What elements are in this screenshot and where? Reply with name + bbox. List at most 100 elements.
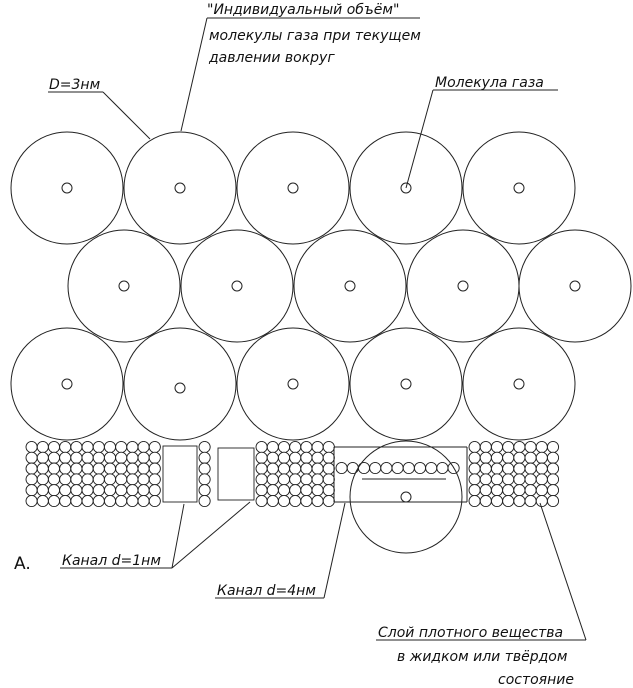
dense-layer-label-line2: в жидком или твёрдом (397, 649, 568, 665)
dense-matter-sphere (59, 440, 72, 454)
dense-matter-sphere (311, 494, 324, 508)
individual-volume-desc-line1: молекулы газа при текущем (209, 28, 421, 44)
dense-matter-sphere (535, 451, 548, 464)
dense-layer-spheres (25, 440, 560, 508)
dense-matter-sphere (513, 484, 526, 497)
dense-matter-sphere (59, 494, 72, 508)
molecule-center-dot (61, 182, 73, 194)
dense-matter-sphere (92, 440, 105, 454)
dense-matter-sphere (546, 462, 560, 475)
dense-matter-sphere (490, 484, 504, 497)
dense-matter-sphere (490, 462, 504, 475)
dense-matter-sphere (25, 473, 38, 486)
dense-matter-sphere (36, 451, 49, 464)
dense-matter-sphere (198, 473, 211, 486)
dense-matter-sphere (115, 440, 128, 454)
dense-matter-sphere (289, 494, 302, 508)
channel-sphere (436, 461, 449, 475)
dense-matter-sphere (266, 440, 279, 454)
dense-matter-sphere (36, 484, 49, 497)
dense-matter-sphere (502, 462, 515, 475)
molecule-center-dot (287, 378, 299, 390)
dense-matter-sphere (47, 462, 61, 475)
dense-matter-sphere (322, 451, 335, 464)
dense-matter-sphere (81, 451, 94, 464)
dense-matter-sphere (70, 462, 83, 475)
dense-matter-sphere (479, 494, 492, 508)
dense-matter-sphere (137, 440, 150, 454)
dense-matter-sphere (479, 462, 492, 475)
individual-volume-desc-line2: давлении вокруг (208, 50, 335, 66)
dense-matter-sphere (311, 462, 324, 475)
channels (162, 440, 468, 554)
dense-layer-label-line1: Слой плотного вещества (378, 625, 563, 641)
channel-sphere (425, 461, 438, 475)
dense-matter-sphere (47, 494, 61, 508)
dense-matter-sphere (524, 484, 537, 497)
leader-individual-volume (180, 17, 208, 132)
leader-diameter (102, 91, 151, 140)
molecule-center-dot (174, 382, 186, 394)
dense-matter-sphere (25, 462, 38, 475)
dense-matter-sphere (502, 484, 515, 497)
molecule-center-dot (457, 280, 469, 292)
channel-1nm-small-rect (217, 447, 255, 501)
dense-matter-sphere (524, 462, 537, 475)
dense-matter-sphere (47, 451, 61, 464)
dense-matter-sphere (468, 473, 481, 486)
dense-matter-sphere (47, 484, 61, 497)
dense-matter-sphere (502, 440, 515, 454)
dense-matter-sphere (311, 440, 324, 454)
dense-matter-sphere (502, 494, 515, 508)
dense-matter-sphere (513, 462, 526, 475)
dense-matter-sphere (468, 494, 481, 508)
dense-matter-sphere (81, 473, 94, 486)
leader-gas-molecule (405, 89, 434, 189)
dense-matter-sphere (322, 473, 335, 486)
dense-matter-sphere (59, 484, 72, 497)
leader-channel-4nm (323, 502, 346, 599)
dense-matter-sphere (535, 473, 548, 486)
dense-matter-sphere (311, 473, 324, 486)
dense-matter-sphere (468, 451, 481, 464)
dense-matter-sphere (59, 462, 72, 475)
dense-matter-sphere (266, 462, 279, 475)
dense-matter-sphere (25, 484, 38, 497)
dense-matter-sphere (92, 462, 105, 475)
dense-matter-sphere (490, 440, 504, 454)
dense-matter-sphere (137, 462, 150, 475)
text-labels: "Индивидуальный объём" молекулы газа при… (14, 2, 574, 688)
dense-matter-sphere (36, 440, 49, 454)
channel-sphere (369, 461, 382, 475)
dense-matter-sphere (126, 473, 139, 486)
dense-matter-sphere (311, 484, 324, 497)
dense-matter-sphere (198, 494, 211, 508)
dense-matter-sphere (103, 451, 117, 464)
dense-matter-sphere (524, 440, 537, 454)
channel-1nm-label: Канал d=1нм (62, 553, 161, 569)
gas-molecule-volumes (10, 131, 632, 441)
dense-matter-sphere (255, 494, 268, 508)
dense-matter-sphere (92, 473, 105, 486)
dense-matter-sphere (25, 440, 38, 454)
dense-matter-sphere (535, 494, 548, 508)
dense-matter-sphere (103, 440, 117, 454)
dense-matter-sphere (289, 451, 302, 464)
dense-matter-sphere (198, 440, 211, 454)
dense-matter-sphere (300, 494, 313, 508)
dense-matter-sphere (322, 440, 335, 454)
channel-sphere (391, 461, 404, 475)
molecule-center-dot (569, 280, 581, 292)
dense-matter-sphere (59, 473, 72, 486)
dense-matter-sphere (322, 484, 335, 497)
dense-matter-sphere (70, 484, 83, 497)
individual-volume-title: "Индивидуальный объём" (207, 2, 399, 18)
dense-matter-sphere (266, 451, 279, 464)
dense-matter-sphere (322, 462, 335, 475)
dense-matter-sphere (47, 440, 61, 454)
dense-matter-sphere (535, 462, 548, 475)
molecule-center-dot (118, 280, 130, 292)
dense-matter-sphere (36, 473, 49, 486)
dense-matter-sphere (126, 494, 139, 508)
figure-letter: A. (14, 554, 31, 574)
